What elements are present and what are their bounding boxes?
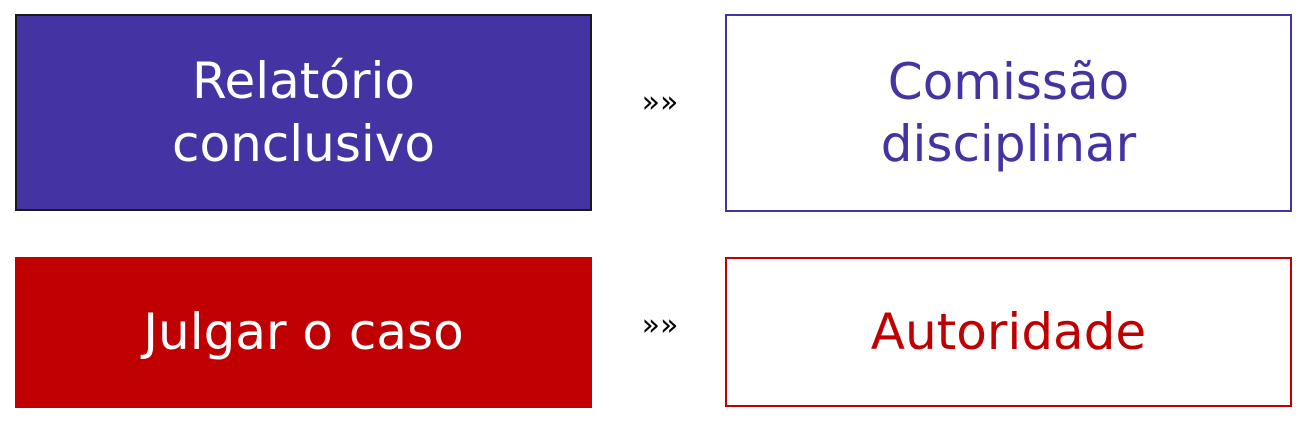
comissao-disciplinar-box: Comissão disciplinar <box>725 14 1292 212</box>
connector-arrow: »» <box>641 85 679 120</box>
connector-arrow: »» <box>641 308 679 343</box>
julgar-o-caso-box: Julgar o caso <box>15 257 592 408</box>
autoridade-label: Autoridade <box>870 302 1147 361</box>
autoridade-box: Autoridade <box>725 257 1292 407</box>
relatorio-conclusivo-box: Relatório conclusivo <box>15 14 592 211</box>
julgar-o-caso-label: Julgar o caso <box>143 303 464 362</box>
comissao-disciplinar-label: Comissão disciplinar <box>880 52 1137 174</box>
relatorio-conclusivo-label: Relatório conclusivo <box>172 52 435 173</box>
